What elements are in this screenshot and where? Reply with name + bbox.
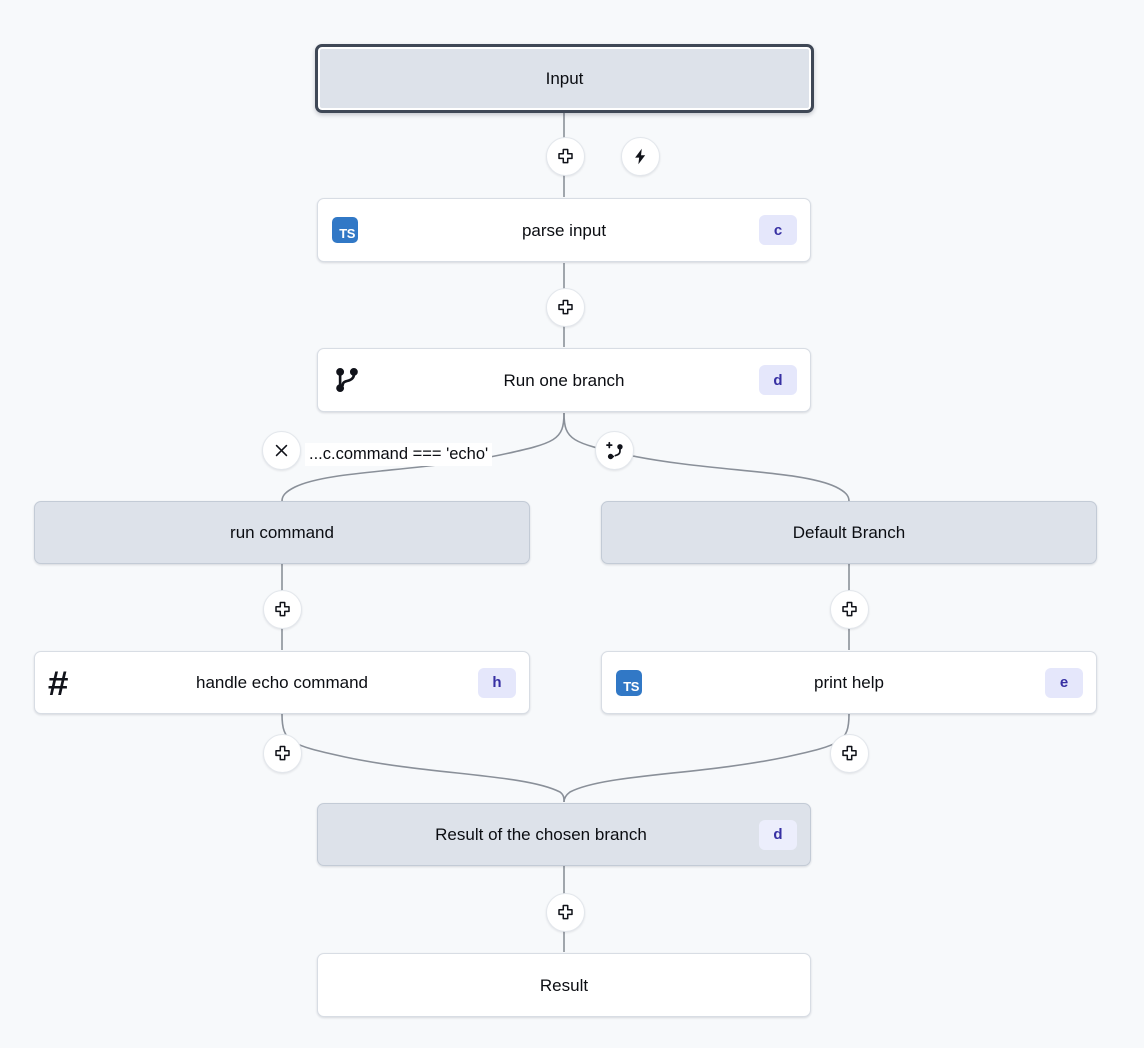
plus-icon [558,904,573,920]
node-branch-default[interactable]: Default Branch [601,501,1097,564]
node-branch-default-label: Default Branch [792,523,906,542]
lightning-icon [635,148,646,165]
git-branch-icon [332,365,362,395]
node-print-help-label: print help [814,673,884,692]
node-branch-result-badge[interactable]: d [759,819,797,850]
add-step-after-default-branch-button[interactable] [830,590,869,629]
plus-icon [275,745,290,761]
plus-icon [842,601,857,617]
node-parse-input-badge[interactable]: c [759,215,797,245]
node-branch-result[interactable]: Result of the chosen branch d [317,803,811,866]
plus-icon [275,601,290,617]
plus-icon [558,299,573,315]
node-handle-echo-command-label: handle echo command [195,673,368,692]
add-step-after-parse-button[interactable] [546,288,585,327]
branch-condition-label[interactable]: ...c.command === 'echo' [305,443,493,466]
node-branch-run-command[interactable]: run command [34,501,530,564]
node-print-help[interactable]: TS print help e [601,651,1097,714]
node-input[interactable]: Input [315,44,814,113]
add-step-after-print-help-button[interactable] [830,734,869,773]
typescript-icon: TS [616,669,642,696]
close-icon [275,444,288,457]
node-parse-input-label: parse input [521,220,607,240]
node-handle-echo-command-badge[interactable]: h [478,667,516,698]
node-input-label: Input [545,69,584,88]
node-run-one-branch-badge[interactable]: d [759,365,797,395]
node-run-one-branch[interactable]: Run one branch d [317,348,811,412]
hash-icon: # [47,663,69,702]
add-step-after-input-button[interactable] [546,137,585,176]
plus-icon [842,745,857,761]
edge-handle-echo-to-result [281,713,565,803]
add-step-after-handle-echo-button[interactable] [263,734,302,773]
node-branch-result-label: Result of the chosen branch [435,825,647,844]
node-handle-echo-command[interactable]: # handle echo command h [34,651,530,714]
node-parse-input[interactable]: TS parse input c [317,198,811,262]
remove-branch-button[interactable] [262,431,301,470]
typescript-icon: TS [332,217,358,243]
add-step-after-run-command-button[interactable] [263,590,302,629]
node-result[interactable]: Result [317,953,811,1017]
node-run-one-branch-label: Run one branch [503,370,625,390]
trigger-after-input-button[interactable] [621,137,660,176]
node-print-help-badge[interactable]: e [1045,667,1083,698]
add-branch-icon [605,441,623,459]
add-step-after-branch-result-button[interactable] [546,893,585,932]
edge-print-help-to-result [563,713,850,803]
plus-icon [558,148,573,164]
add-branch-button[interactable] [595,431,634,470]
node-branch-run-command-label: run command [230,523,334,542]
branch-condition-text: ...c.command === 'echo' [309,445,489,463]
node-result-label: Result [539,975,589,995]
